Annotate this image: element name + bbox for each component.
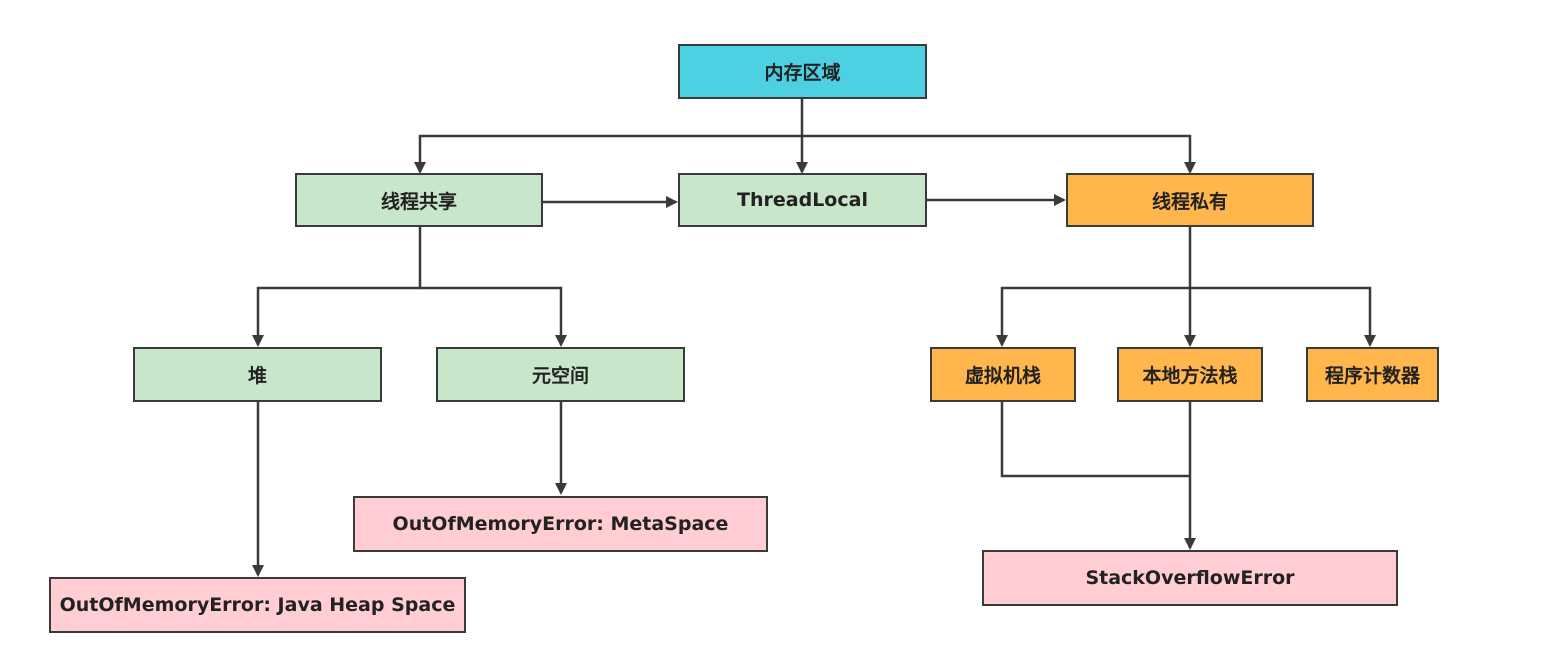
edge-vm-stack-to-overflow: [1000, 401, 1190, 478]
heap-node: 堆: [133, 347, 382, 402]
edge-memory-to-thread-shared: [414, 134, 802, 174]
native-method-stack-node: 本地方法栈: [1117, 347, 1263, 402]
oom-metaspace-node: OutOfMemoryError: MetaSpace: [353, 496, 768, 552]
edge-memory-to-thread-private: [802, 134, 1196, 174]
vm-stack-node: 虚拟机栈: [930, 347, 1076, 402]
oom-heap-node: OutOfMemoryError: Java Heap Space: [49, 577, 466, 633]
thread-local-node: ThreadLocal: [678, 173, 927, 227]
metaspace-node: 元空间: [436, 347, 685, 402]
edge-private-to-pc-register: [1190, 286, 1376, 347]
thread-private-node: 线程私有: [1066, 173, 1314, 227]
thread-shared-node: 线程共享: [295, 173, 543, 227]
edge-shared-to-metaspace: [420, 286, 567, 347]
memory-area-node: 内存区域: [678, 44, 927, 99]
stack-overflow-node: StackOverflowError: [982, 550, 1398, 606]
program-counter-node: 程序计数器: [1306, 347, 1439, 402]
edge-shared-to-heap: [252, 227, 422, 347]
edge-private-to-vm-stack: [996, 286, 1190, 347]
